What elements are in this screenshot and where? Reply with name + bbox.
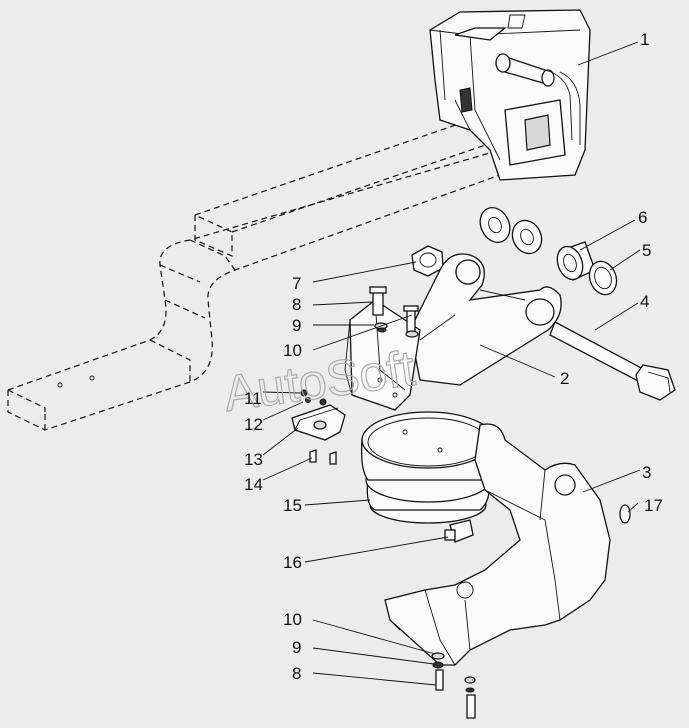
- callout-14: 14: [244, 475, 263, 494]
- callout-1: 1: [640, 30, 649, 49]
- fitting-part-16: [444, 519, 474, 543]
- callout-12: 12: [244, 415, 263, 434]
- nut-part-7: [411, 245, 444, 277]
- callout-16: 16: [283, 553, 302, 572]
- callout-4: 4: [640, 292, 649, 311]
- callout-10-lower: 10: [283, 610, 302, 629]
- callout-15: 15: [283, 496, 302, 515]
- bolt-part-4: [549, 321, 676, 401]
- callout-labels: 1 2 3 4 5 6 7 8 9 10 11 12 13 14 15 16 1…: [244, 30, 663, 683]
- leader-lines: [262, 41, 641, 686]
- callout-2: 2: [560, 369, 569, 388]
- callout-5: 5: [642, 241, 651, 260]
- callout-10-upper: 10: [283, 341, 302, 360]
- washer-part-17: [619, 504, 631, 524]
- callout-13: 13: [244, 450, 263, 469]
- callout-9-upper: 9: [292, 316, 301, 335]
- callout-17: 17: [644, 496, 663, 515]
- lower-fasteners: [431, 652, 476, 719]
- callout-3: 3: [642, 463, 651, 482]
- callout-7: 7: [292, 274, 301, 293]
- callout-8-upper: 8: [292, 295, 301, 314]
- bracket-part-1: [429, 9, 591, 181]
- air-spring-part-15: [360, 411, 496, 524]
- lower-bracket-part-3: [384, 423, 611, 666]
- clamp-part-13: [291, 389, 346, 465]
- callout-11: 11: [244, 389, 262, 408]
- callout-6: 6: [638, 208, 647, 227]
- lever-part-2: [409, 253, 562, 386]
- callout-9-lower: 9: [292, 638, 301, 657]
- bushings: [479, 206, 618, 296]
- upper-air-spring-bracket: [344, 299, 421, 411]
- callout-8-lower: 8: [292, 664, 301, 683]
